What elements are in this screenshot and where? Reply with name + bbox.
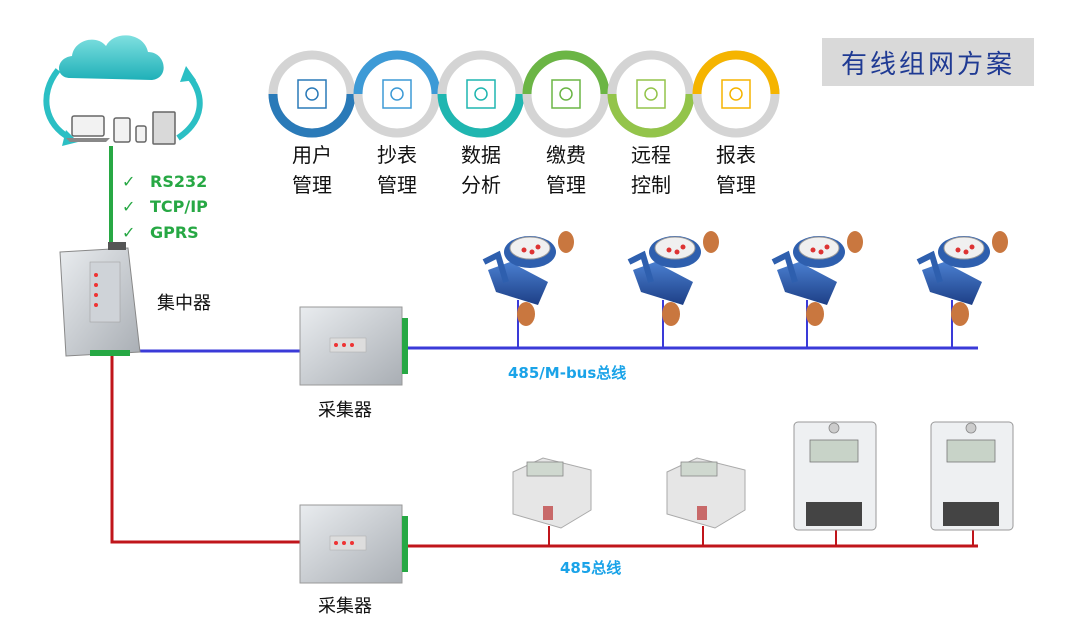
concentrator-device bbox=[59, 242, 141, 357]
feature-ring-1 bbox=[268, 50, 356, 138]
layers-icon bbox=[297, 79, 327, 109]
water-meter-2 bbox=[627, 231, 719, 326]
bus-label-2: 485总线 bbox=[560, 559, 622, 577]
bus-line-2-segment-a bbox=[110, 356, 300, 544]
collector-label-2: 采集器 bbox=[318, 596, 372, 617]
feature-label-4: 缴费 管理 bbox=[546, 143, 586, 197]
electric-meter-4 bbox=[930, 421, 1014, 531]
chart-icon bbox=[551, 79, 581, 109]
protocol-item-tcpip: ✓TCP/IP bbox=[122, 197, 208, 216]
feature-ring-5 bbox=[607, 50, 695, 138]
protocol-item-rs232: ✓RS232 bbox=[122, 172, 208, 191]
electric-meter-3 bbox=[793, 421, 877, 531]
cloud-icon bbox=[43, 35, 203, 146]
feature-ring-6 bbox=[692, 50, 780, 138]
water-meter-3 bbox=[771, 231, 863, 326]
feature-label-2: 抄表 管理 bbox=[377, 143, 417, 197]
check-icon: ✓ bbox=[122, 223, 136, 242]
collector-device-2 bbox=[299, 504, 408, 584]
check-icon: ✓ bbox=[122, 172, 136, 191]
electric-meter-2 bbox=[666, 457, 746, 529]
bus-label-1: 485/M-bus总线 bbox=[508, 364, 627, 382]
collector-label-1: 采集器 bbox=[318, 400, 372, 421]
concentrator-label: 集中器 bbox=[157, 293, 211, 314]
client-devices-icon bbox=[66, 111, 176, 145]
feature-ring-3 bbox=[437, 50, 525, 138]
truck-icon bbox=[636, 79, 666, 109]
water-meter-1 bbox=[482, 231, 574, 326]
water-meter-4 bbox=[916, 231, 1008, 326]
check-icon: ✓ bbox=[122, 197, 136, 216]
feature-label-6: 报表 管理 bbox=[716, 143, 756, 197]
feature-label-1: 用户 管理 bbox=[292, 143, 332, 197]
magnifier-icon bbox=[721, 79, 751, 109]
expand-arrows-icon bbox=[466, 79, 496, 109]
electric-meter-1 bbox=[512, 457, 592, 529]
feature-ring-4 bbox=[522, 50, 610, 138]
feature-rings bbox=[268, 50, 780, 138]
collector-device-1 bbox=[299, 306, 408, 386]
feature-label-3: 数据 分析 bbox=[461, 143, 501, 197]
page-title: 有线组网方案 bbox=[822, 38, 1034, 86]
protocol-item-gprs: ✓GPRS bbox=[122, 223, 199, 242]
target-icon bbox=[382, 79, 412, 109]
feature-ring-2 bbox=[353, 50, 441, 138]
feature-label-5: 远程 控制 bbox=[631, 143, 671, 197]
